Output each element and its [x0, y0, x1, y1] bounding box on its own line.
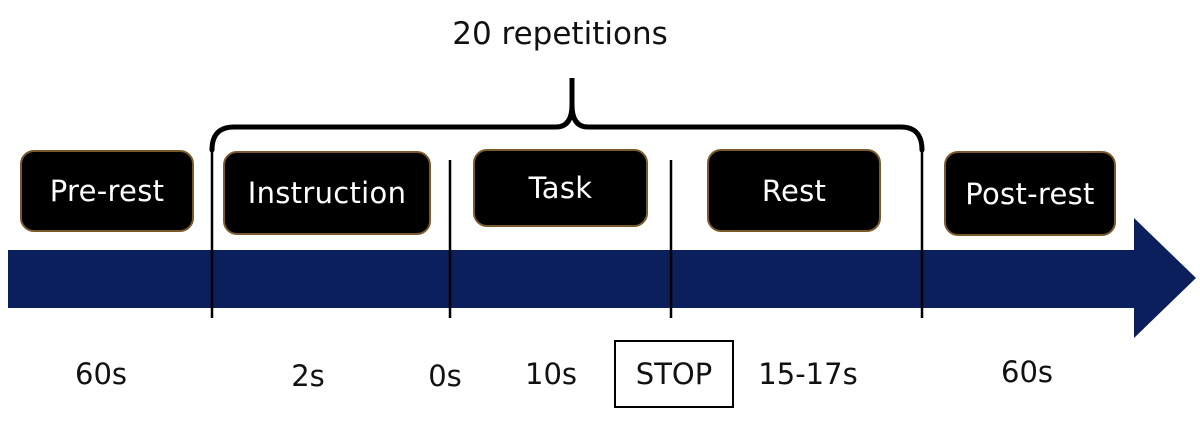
duration-instruction: 2s	[291, 359, 325, 393]
phase-post-rest: Post-rest	[944, 151, 1116, 236]
phase-task: Task	[473, 149, 648, 227]
phase-rest-label: Rest	[761, 173, 827, 208]
phase-instruction: Instruction	[223, 151, 431, 235]
phase-post-rest-label: Post-rest	[965, 176, 1095, 211]
duration-rest: 15-17s	[758, 357, 858, 391]
stop-label: STOP	[635, 357, 713, 391]
duration-task-end: 10s	[524, 357, 578, 391]
repetition-bracket	[209, 104, 925, 153]
phase-pre-rest: Pre-rest	[20, 150, 194, 232]
duration-pre-rest: 60s	[74, 357, 128, 391]
duration-post-rest: 60s	[1000, 355, 1054, 389]
phase-task-label: Task	[528, 171, 593, 205]
duration-task-onset: 0s	[428, 359, 462, 393]
phase-instruction-label: Instruction	[247, 176, 407, 210]
repetitions-label: 20 repetitions	[452, 16, 668, 52]
stop-box: STOP	[614, 340, 734, 408]
phase-pre-rest-label: Pre-rest	[49, 174, 165, 208]
timeline-arrow	[8, 218, 1196, 338]
phase-rest: Rest	[707, 149, 881, 232]
